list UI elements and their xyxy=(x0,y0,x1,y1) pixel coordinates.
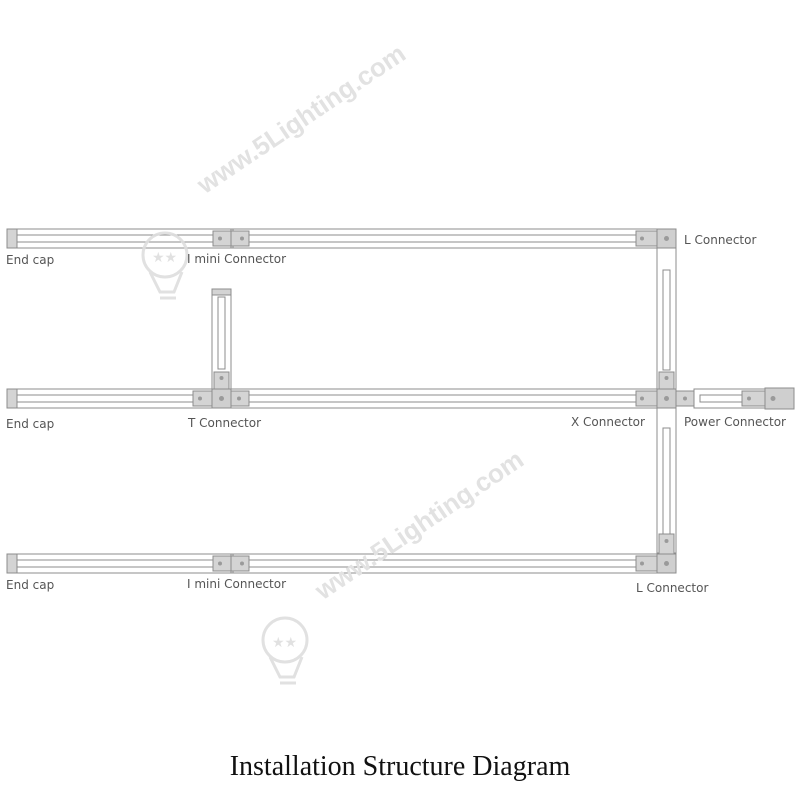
i-mini-connector-bottom xyxy=(212,554,250,573)
label-t-connector: T Connector xyxy=(188,416,262,430)
svg-text:★★: ★★ xyxy=(152,250,177,266)
label-i-mini-connector-top: I mini Connector xyxy=(187,252,287,266)
l-connector-bottom xyxy=(635,533,677,574)
track-middle xyxy=(6,388,658,409)
end-cap-t-stub xyxy=(211,288,232,296)
track-top xyxy=(6,228,658,249)
label-l-connector-bottom: L Connector xyxy=(636,581,709,595)
end-cap-top xyxy=(6,228,18,249)
label-i-mini-connector-bottom: I mini Connector xyxy=(187,577,287,591)
label-end-cap-top: End cap xyxy=(6,253,55,267)
power-connector xyxy=(693,387,795,410)
lightbulb-star-logo-icon: ★★ xyxy=(141,231,189,300)
track-right-lower xyxy=(656,407,677,554)
label-x-connector: X Connector xyxy=(571,415,645,429)
end-cap-bottom xyxy=(6,553,18,574)
svg-text:★★: ★★ xyxy=(272,635,297,651)
label-power-connector: Power Connector xyxy=(684,415,786,429)
label-end-cap-middle: End cap xyxy=(6,417,55,431)
diagram-title: Installation Structure Diagram xyxy=(229,751,571,782)
x-connector-arm-top xyxy=(658,371,675,391)
t-connector xyxy=(192,388,250,409)
label-l-connector-top: L Connector xyxy=(684,233,757,247)
label-end-cap-bottom: End cap xyxy=(6,578,55,592)
t-connector-arm xyxy=(213,371,230,391)
end-cap-middle xyxy=(6,388,18,409)
lightbulb-star-logo-icon: ★★ xyxy=(261,616,309,685)
track-right-upper xyxy=(656,247,677,390)
i-mini-connector-top xyxy=(212,229,250,248)
